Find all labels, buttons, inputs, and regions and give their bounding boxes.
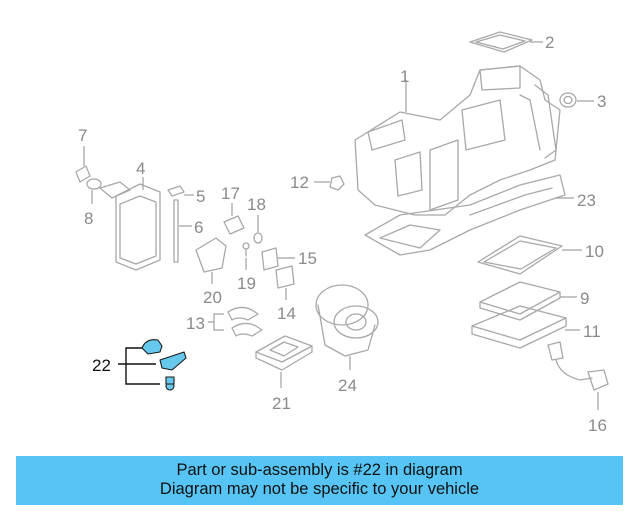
callout-7: 7 bbox=[78, 126, 87, 145]
callout-15: 15 bbox=[298, 249, 317, 268]
callout-19: 19 bbox=[237, 274, 256, 293]
callout-22: 22 bbox=[92, 356, 111, 375]
callout-1: 1 bbox=[400, 67, 409, 86]
part-17-sensor bbox=[223, 215, 245, 235]
callout-22-bracket bbox=[118, 347, 160, 385]
part-24-blower bbox=[315, 284, 379, 357]
part-23-duct bbox=[364, 174, 566, 256]
callout-3: 3 bbox=[597, 92, 606, 111]
part-7-clip bbox=[75, 165, 91, 183]
part-8-washer bbox=[86, 178, 102, 190]
callout-4: 4 bbox=[136, 159, 145, 178]
callout-11: 11 bbox=[583, 322, 601, 341]
callout-21: 21 bbox=[272, 394, 291, 413]
callout-24: 24 bbox=[338, 376, 357, 395]
callout-16: 16 bbox=[588, 416, 607, 435]
part-21-tray bbox=[255, 335, 313, 371]
banner-line-1: Part or sub-assembly is #22 in diagram bbox=[176, 461, 463, 479]
callout-8: 8 bbox=[84, 209, 93, 228]
part-22-bracket bbox=[159, 351, 187, 371]
callout-5: 5 bbox=[196, 187, 205, 206]
part-22-assembly bbox=[141, 339, 187, 391]
part-20-actuator bbox=[195, 237, 227, 273]
part-22-cap bbox=[141, 339, 163, 355]
part-11-frame bbox=[471, 305, 567, 349]
part-2-cover bbox=[469, 31, 533, 53]
part-14-bracket bbox=[275, 265, 295, 289]
callout-18: 18 bbox=[247, 195, 266, 214]
callout-14: 14 bbox=[277, 304, 296, 323]
part-18-clip bbox=[253, 232, 263, 244]
callout-12: 12 bbox=[290, 173, 309, 192]
part-4-heater-core bbox=[99, 181, 161, 271]
part-13-links bbox=[227, 306, 263, 337]
part-10-filter bbox=[477, 235, 563, 275]
part-9-filter bbox=[479, 281, 561, 321]
part-5-clip bbox=[167, 185, 185, 197]
callout-6: 6 bbox=[194, 218, 203, 237]
leader-13 bbox=[208, 313, 224, 331]
part-1-hvac-case bbox=[354, 65, 561, 216]
part-6-pipe bbox=[173, 199, 179, 263]
part-3-grommet bbox=[559, 92, 577, 108]
part-12-clip bbox=[329, 175, 345, 191]
info-banner: Part or sub-assembly is #22 in diagram D… bbox=[16, 456, 623, 505]
banner-line-2: Diagram may not be specific to your vehi… bbox=[159, 480, 480, 498]
part-19-screw bbox=[242, 242, 250, 257]
callout-17: 17 bbox=[221, 184, 240, 203]
part-15-sensor bbox=[261, 247, 279, 271]
callout-13: 13 bbox=[186, 314, 205, 333]
callout-9: 9 bbox=[580, 289, 589, 308]
callout-2: 2 bbox=[545, 33, 554, 52]
callout-10: 10 bbox=[585, 242, 604, 261]
part-16-harness bbox=[547, 341, 609, 391]
callout-23: 23 bbox=[577, 191, 596, 210]
callout-20: 20 bbox=[203, 288, 222, 307]
